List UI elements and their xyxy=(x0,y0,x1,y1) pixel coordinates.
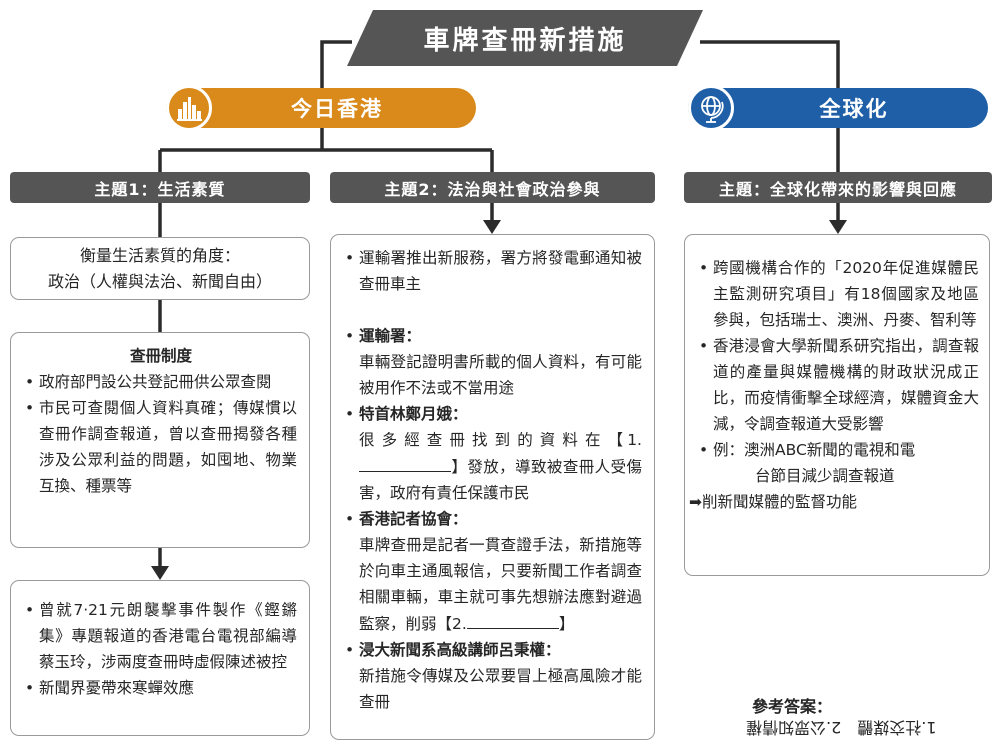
stakeholder-views-box: 運輸署推出新服務，署方將發電郵通知被查冊車主 運輸署： 車輛登記證明書所載的個人… xyxy=(330,234,655,740)
quality-of-life-aspect: 政治（人權與法治、新聞自由） xyxy=(47,272,272,291)
quality-of-life-heading: 衡量生活素質的角度： xyxy=(79,246,240,265)
journalists-association-view: 香港記者協會： 車牌查冊是記者一貫查證手法，新措施等於向車主通風報信，只要新聞工… xyxy=(345,506,642,637)
globe-icon xyxy=(701,96,724,123)
answer-blank-1 xyxy=(359,453,451,472)
case-box: 曾就7‧21元朗襲擊事件製作《鏗鏘集》專題報道的香港電台電視部編導蔡玉玲，涉兩度… xyxy=(10,580,310,736)
chief-executive-text: 很多經查冊找到的資料在【1. 】發放，導致被查冊人受傷害，政府有責任保護市民 xyxy=(359,427,642,506)
topic1-bar: 主題1：生活素質 xyxy=(10,172,310,203)
global-point-2: 香港浸會大學新聞系研究指出，調查報道的產量與媒體機構的財政狀況成正比，而疫情衝擊… xyxy=(699,333,979,437)
ce-text-a: 很多經查冊找到的資料在 xyxy=(359,431,608,449)
left-header-label: 今日香港 xyxy=(291,97,383,121)
journalists-association-label: 香港記者協會： xyxy=(359,510,468,528)
new-service-point: 運輸署推出新服務，署方將發電郵通知被查冊車主 xyxy=(345,245,642,297)
right-header xyxy=(688,88,988,128)
title-left-connector xyxy=(320,40,352,90)
global-point-1: 跨國機構合作的「2020年促進媒體民主監測研究項目」有18個國家及地區參與，包括… xyxy=(699,255,979,333)
right-header-icon-circle xyxy=(688,85,734,131)
hkbu-lecturer-label: 浸大新聞系高級講師呂秉權： xyxy=(359,641,561,659)
registry-point-1: 政府部門設公共登記冊供公眾查閱 xyxy=(25,369,297,395)
quality-of-life-box: 衡量生活素質的角度： 政治（人權與法治、新聞自由） xyxy=(10,237,310,300)
blank-2-close: 】 xyxy=(558,615,575,633)
hkbu-lecturer-text: 新措施令傳媒及公眾要冒上極高風險才能查冊 xyxy=(359,667,642,711)
answer-label: 參考答案： xyxy=(752,697,833,716)
conclusion-arrow-icon: ➡ xyxy=(689,493,702,511)
arrowhead-topic3 xyxy=(829,220,847,234)
blank-1-close: 】 xyxy=(451,458,468,476)
hkbu-lecturer-view: 浸大新聞系高級講師呂秉權： 新措施令傳媒及公眾要冒上極高風險才能查冊 xyxy=(345,637,642,715)
transport-dept-label: 運輸署： xyxy=(359,327,422,345)
registry-system-heading: 查冊制度 xyxy=(129,347,192,365)
right-header-label: 全球化 xyxy=(819,97,889,121)
transport-dept-text: 車輛登記證明書所載的個人資料，有可能被用作不法或不當用途 xyxy=(359,353,642,397)
journalists-association-text: 車牌查冊是記者一貫查證手法，新措施等於向車主通風報信，只要新聞工作者調查相關車輛… xyxy=(359,532,642,637)
hkja-text-a: 車牌查冊是記者一貫查證手法，新措施等於向車主通風報信，只要新聞工作者調查相關車輛… xyxy=(359,536,642,633)
blank-2-open: 【2. xyxy=(436,615,467,633)
example-text-a: 澳洲ABC新聞的電視和電 xyxy=(744,441,916,459)
title-right-connector xyxy=(700,40,840,90)
title-banner-shape xyxy=(347,10,703,66)
topic2-bar: 主題2：法治與社會政治參與 xyxy=(330,172,655,203)
arrowhead-topic2 xyxy=(483,220,501,234)
answer-text: 1.社交媒體 2.公眾知情權 xyxy=(746,718,937,737)
city-skyline-icon xyxy=(177,97,202,121)
example-text-b: 台節目減少調查報道 xyxy=(755,467,895,485)
registry-point-2: 市民可查閱個人資料真確；傳媒慣以查冊作調查報道，曾以查冊揭發各種涉及公眾利益的問… xyxy=(25,395,297,499)
case-point-2: 新聞界憂帶來寒蟬效應 xyxy=(25,675,297,701)
case-point-1: 曾就7‧21元朗襲擊事件製作《鏗鏘集》專題報道的香港電台電視部編導蔡玉玲，涉兩度… xyxy=(25,597,297,675)
chief-executive-label: 特首林鄭月娥： xyxy=(359,405,468,423)
page-title: 車牌查冊新措施 xyxy=(423,25,627,56)
registry-system-box: 查冊制度 政府部門設公共登記冊供公眾查閱 市民可查閱個人資料真確；傳媒慣以查冊作… xyxy=(10,332,310,548)
topic3-bar: 主題：全球化帶來的影響與回應 xyxy=(684,172,992,203)
globalization-box: 跨國機構合作的「2020年促進媒體民主監測研究項目」有18個國家及地區參與，包括… xyxy=(684,234,990,576)
left-header-icon-circle xyxy=(166,85,212,131)
answer-blank-2 xyxy=(466,610,559,629)
example-label: 例： xyxy=(713,441,745,459)
conclusion-line: ➡削新聞媒體的監督功能 xyxy=(689,489,979,515)
left-header xyxy=(166,88,476,128)
ce-text-b: 發放，導致被查冊人受傷害，政府有責任保護市民 xyxy=(359,458,642,502)
blank-1-open: 【1. xyxy=(607,431,642,449)
conclusion-text: 削新聞媒體的監督功能 xyxy=(702,493,858,511)
arrowhead-box3 xyxy=(151,566,169,580)
transport-dept-view: 運輸署： 車輛登記證明書所載的個人資料，有可能被用作不法或不當用途 xyxy=(345,323,642,401)
chief-executive-view: 特首林鄭月娥： 很多經查冊找到的資料在【1. 】發放，導致被查冊人受傷害，政府有責… xyxy=(345,401,642,506)
global-example: 例：澳洲ABC新聞的電視和電 台節目減少調查報道 xyxy=(699,437,979,489)
